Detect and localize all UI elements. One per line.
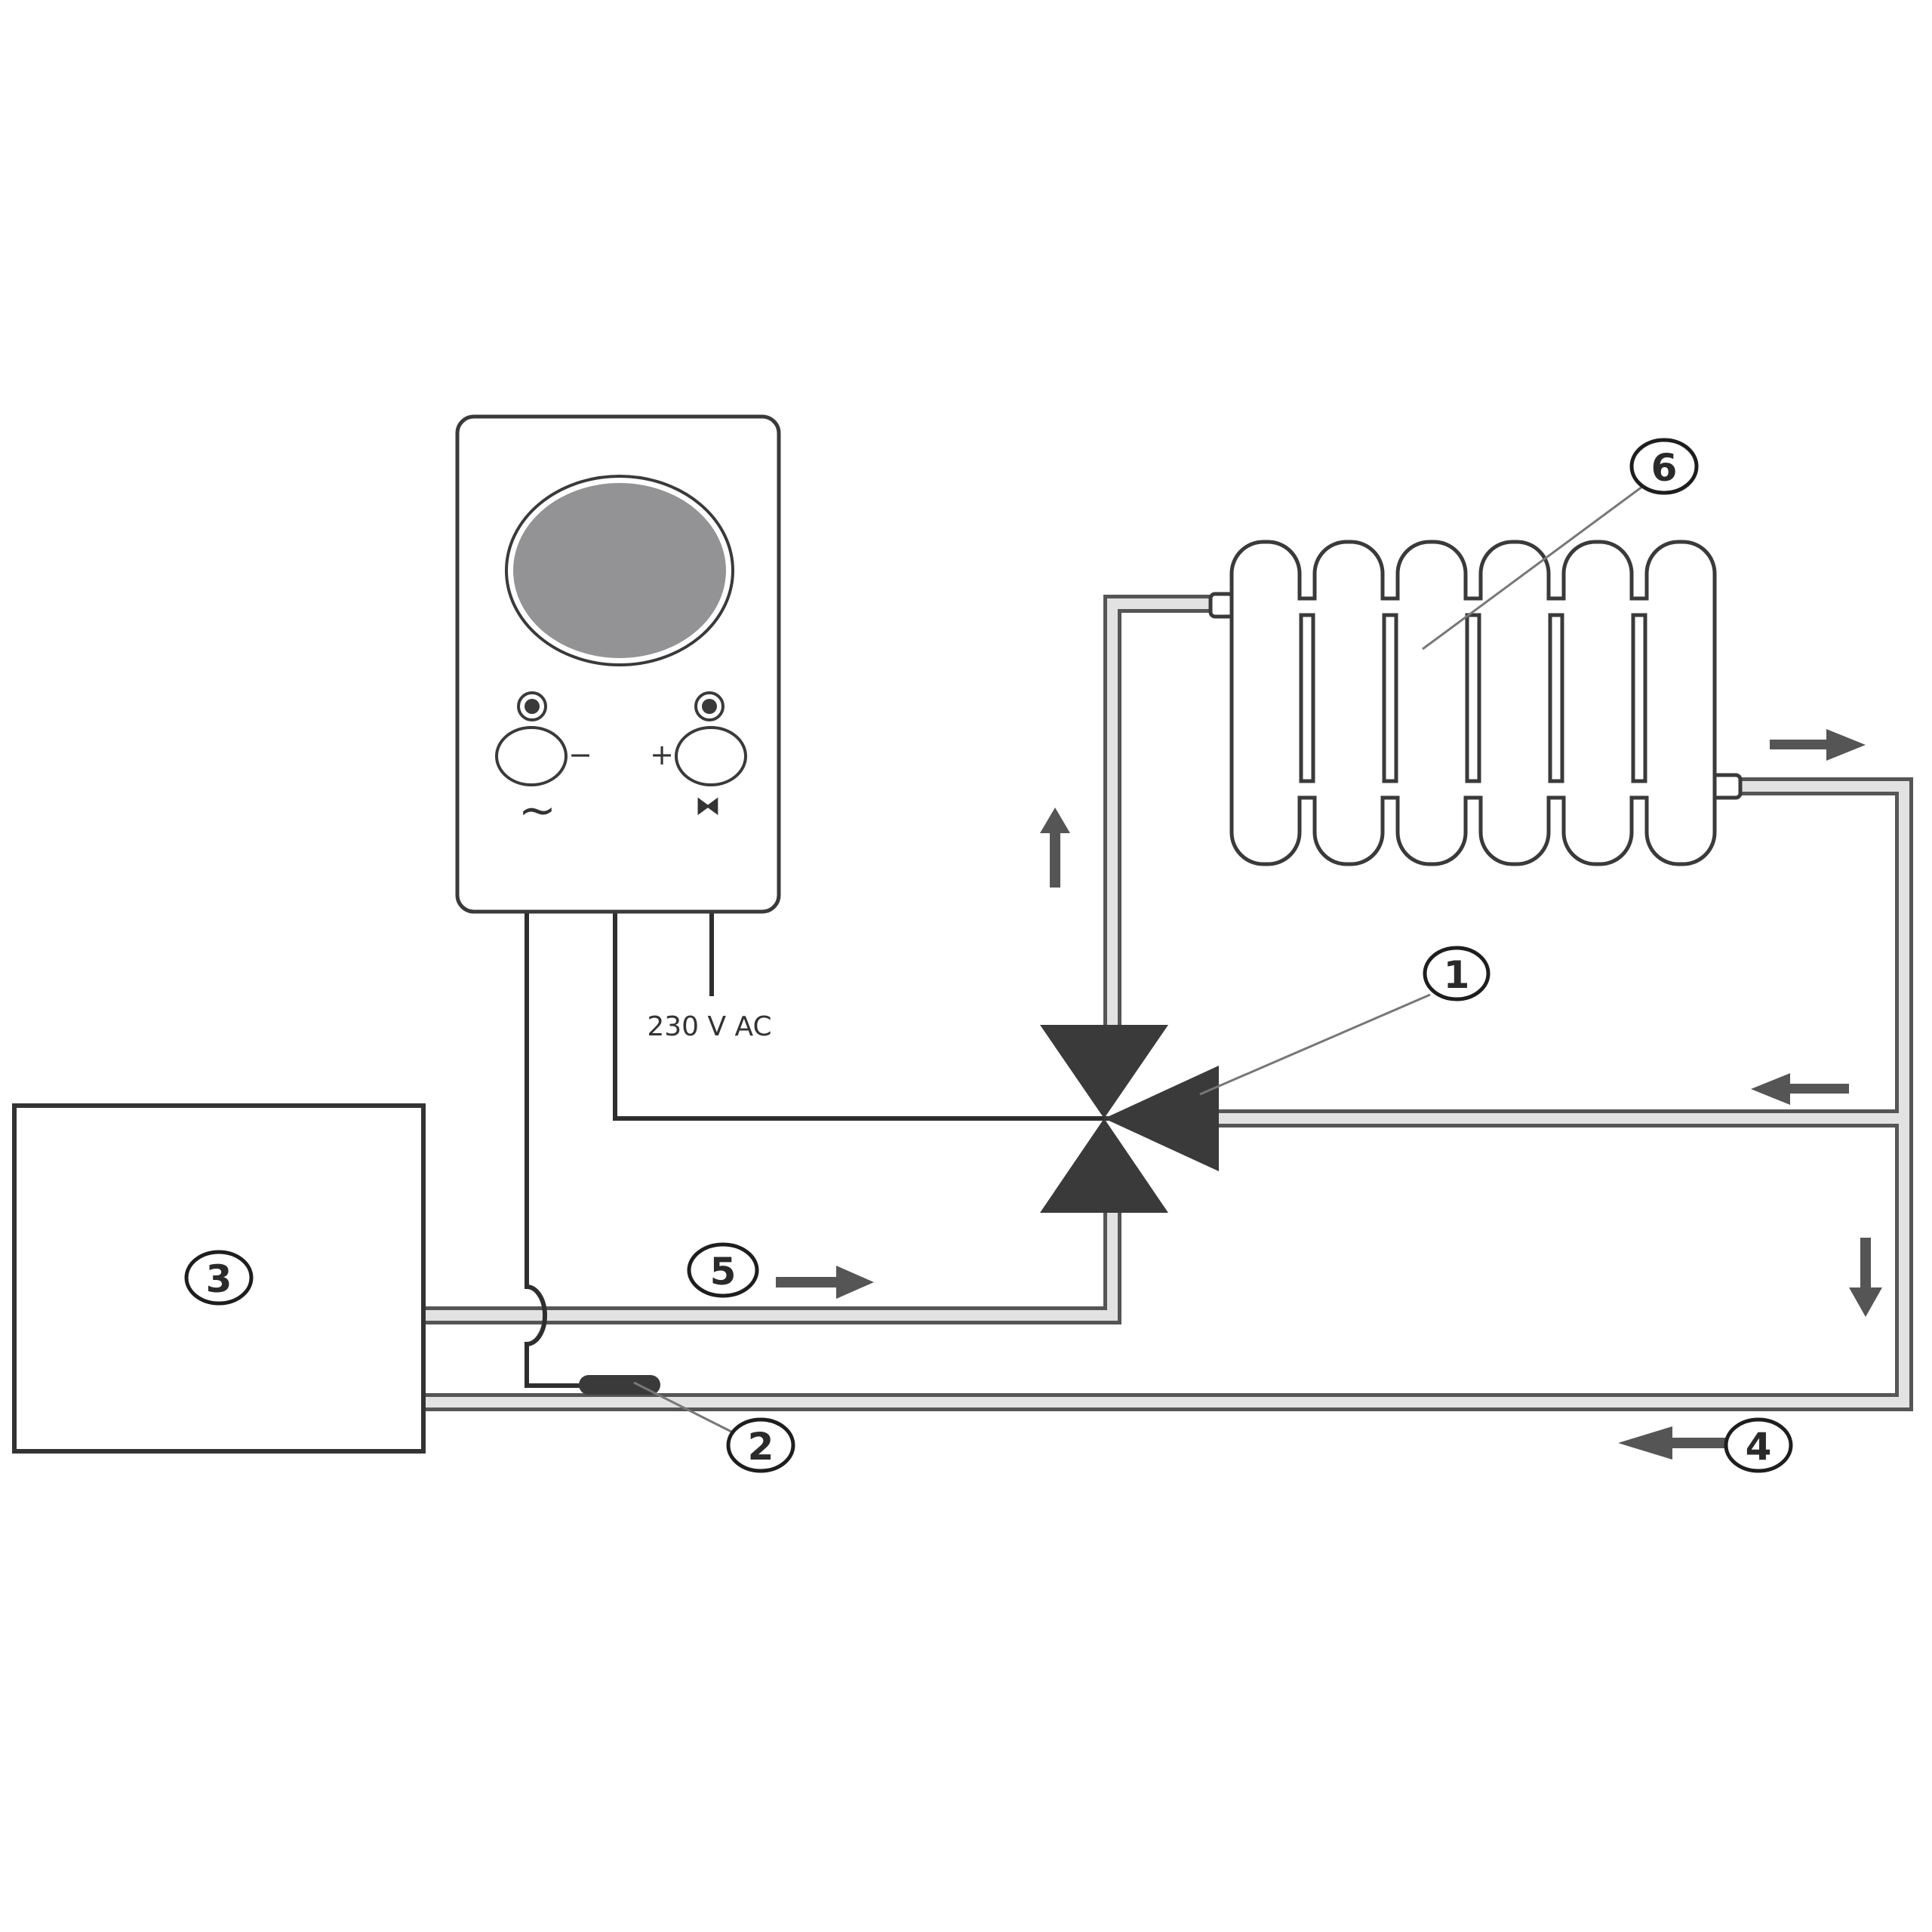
pump-mode-symbol: ⧓ bbox=[695, 791, 721, 821]
pipe-network bbox=[425, 595, 1913, 1411]
pipe-radiator-return-fill bbox=[425, 781, 1909, 1407]
flow-arrow-right-radiator-outlet bbox=[1770, 729, 1866, 761]
controller-dial bbox=[513, 483, 726, 658]
callout-badge-1: 1 bbox=[1423, 946, 1491, 1001]
valve-bottom-triangle bbox=[1040, 1118, 1168, 1213]
leader-line-6 bbox=[1422, 483, 1646, 651]
radiator-slot bbox=[1465, 613, 1481, 783]
pipe-supply-boiler-to-valve-fill bbox=[425, 1204, 1118, 1321]
minus-button[interactable] bbox=[495, 726, 568, 786]
leader-line-1 bbox=[1199, 993, 1431, 1096]
flow-arrow-up bbox=[1040, 808, 1070, 888]
radiator-slot bbox=[1548, 613, 1564, 783]
wire-sensor bbox=[525, 912, 589, 1388]
svg-text:5: 5 bbox=[710, 1250, 737, 1294]
leader-line-2 bbox=[633, 1381, 737, 1435]
led-indicator-left-dot bbox=[525, 699, 540, 714]
flow-arrow-left-bypass bbox=[1751, 1073, 1849, 1105]
pipe-valve-to-radiator bbox=[1103, 595, 1215, 1057]
three-way-mixing-valve bbox=[1040, 1025, 1219, 1213]
svg-text:1: 1 bbox=[1444, 953, 1470, 997]
callout-badge-4: 4 bbox=[1724, 1417, 1793, 1473]
callout-badge-2: 2 bbox=[726, 1417, 795, 1473]
controller-unit: − + ~ ⧓ bbox=[455, 414, 781, 914]
heating-mode-symbol: ~ bbox=[518, 784, 556, 837]
svg-text:3: 3 bbox=[206, 1257, 232, 1301]
supply-voltage-label: 230 V AC bbox=[647, 1011, 771, 1042]
flow-arrow-left-return bbox=[1618, 1426, 1736, 1460]
minus-symbol: − bbox=[568, 738, 592, 771]
valve-side-triangle bbox=[1104, 1066, 1219, 1171]
flow-arrow-right-supply bbox=[776, 1266, 874, 1299]
temperature-sensor bbox=[579, 1375, 660, 1395]
callout-badge-5: 5 bbox=[687, 1242, 759, 1298]
radiator-slot bbox=[1631, 613, 1647, 783]
plus-symbol: + bbox=[650, 738, 674, 771]
svg-text:4: 4 bbox=[1746, 1425, 1772, 1469]
callout-badge-6: 6 bbox=[1629, 438, 1699, 495]
radiator bbox=[1208, 540, 1743, 866]
callout-leaders bbox=[633, 483, 1646, 1435]
flow-arrow-down-return bbox=[1849, 1238, 1882, 1317]
pipe-valve-to-radiator-fill bbox=[1107, 598, 1215, 1057]
flow-arrows bbox=[776, 729, 1882, 1460]
svg-text:6: 6 bbox=[1651, 446, 1678, 490]
radiator-slot bbox=[1382, 613, 1398, 783]
wiring bbox=[525, 912, 1112, 1388]
svg-text:2: 2 bbox=[748, 1425, 774, 1469]
callout-badge-3: 3 bbox=[184, 1250, 254, 1306]
led-indicator-right-dot bbox=[702, 699, 717, 714]
valve-top-triangle bbox=[1040, 1025, 1168, 1118]
radiator-slot bbox=[1299, 613, 1315, 783]
wire-valve-actuator bbox=[613, 912, 1112, 1121]
plus-button[interactable] bbox=[675, 726, 747, 786]
